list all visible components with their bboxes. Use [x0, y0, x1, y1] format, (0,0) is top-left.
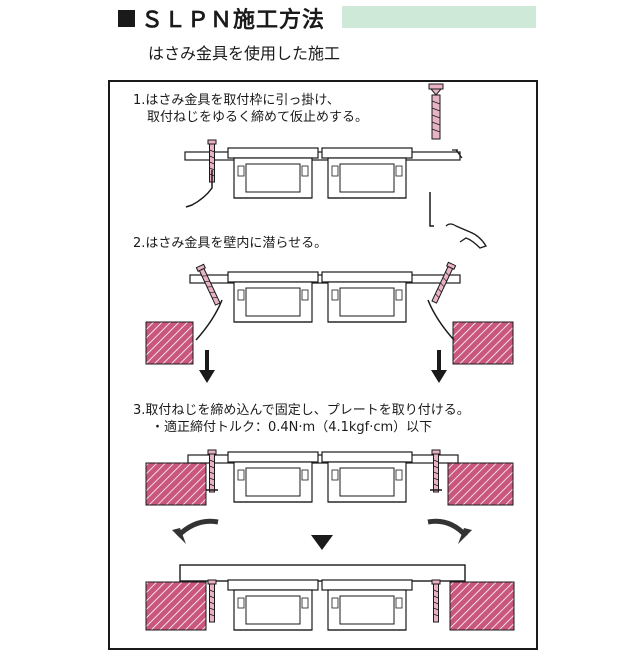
switch-box-right-3	[321, 451, 413, 503]
step-3-text: 3.取付ねじを締め込んで固定し、プレートを取り付ける。 ・適正締付トルク：0.4…	[133, 402, 470, 436]
curved-arrow-left-icon	[176, 518, 219, 538]
wall-right-4	[449, 581, 515, 631]
switch-box-left	[227, 147, 319, 199]
step-1-illustration	[184, 83, 487, 249]
switch-box-right-4	[321, 579, 413, 631]
clamp-bracket-left	[185, 170, 213, 208]
step-2-illustration	[145, 261, 514, 383]
clamp-bracket-part	[429, 192, 434, 227]
header: ＳＬＰＮ施工方法	[118, 5, 326, 33]
step-2-text: 2.はさみ金具を壁内に潜らせる。	[133, 235, 327, 252]
clamp-bracket-right	[445, 223, 487, 249]
step-2-line-1: 2.はさみ金具を壁内に潜らせる。	[133, 236, 328, 251]
switch-box-right-2	[321, 271, 413, 323]
step-1-line-1: 1.はさみ金具を取付枠に引っ掛け、	[133, 93, 340, 108]
screw-left-2	[195, 263, 222, 307]
subtitle: はさみ金具を使用した施工	[148, 44, 341, 63]
wall-right-3	[447, 462, 514, 506]
step-3-line-2: ・適正締付トルク：0.4N·m（4.1kgf·cm）以下	[151, 420, 433, 435]
step-3-illustration	[145, 449, 514, 550]
switch-box-left-2	[227, 271, 319, 323]
screw-right-3	[431, 449, 441, 493]
step-1-line-2: 取付ねじをゆるく締めて仮止めする。	[147, 110, 369, 125]
cover-plate	[179, 564, 466, 582]
switch-box-right	[321, 147, 413, 199]
curved-arrow-right-icon	[427, 518, 468, 538]
arrow-down-center-icon	[311, 535, 333, 550]
page-title: ＳＬＰＮ施工方法	[141, 8, 326, 33]
arrow-down-left-icon	[199, 350, 215, 383]
wall-left	[145, 321, 194, 365]
wall-right	[452, 321, 514, 365]
wall-left-3	[145, 462, 207, 506]
screw-left-3	[207, 449, 217, 493]
switch-box-left-4	[227, 579, 319, 631]
final-illustration	[145, 564, 515, 631]
loose-screw-icon	[428, 83, 444, 140]
header-square-icon	[118, 9, 135, 27]
step-1-text: 1.はさみ金具を取付枠に引っ掛け、 取付ねじをゆるく締めて仮止めする。	[133, 92, 368, 126]
screw-left-4	[207, 579, 217, 623]
step-3-line-1: 3.取付ねじを締め込んで固定し、プレートを取り付ける。	[133, 403, 470, 418]
switch-box-left-3	[227, 451, 319, 503]
header-accent-bar	[342, 6, 536, 28]
screw-right-4	[431, 579, 441, 623]
arrow-down-right-icon	[431, 350, 447, 383]
wall-left-4	[145, 581, 207, 631]
